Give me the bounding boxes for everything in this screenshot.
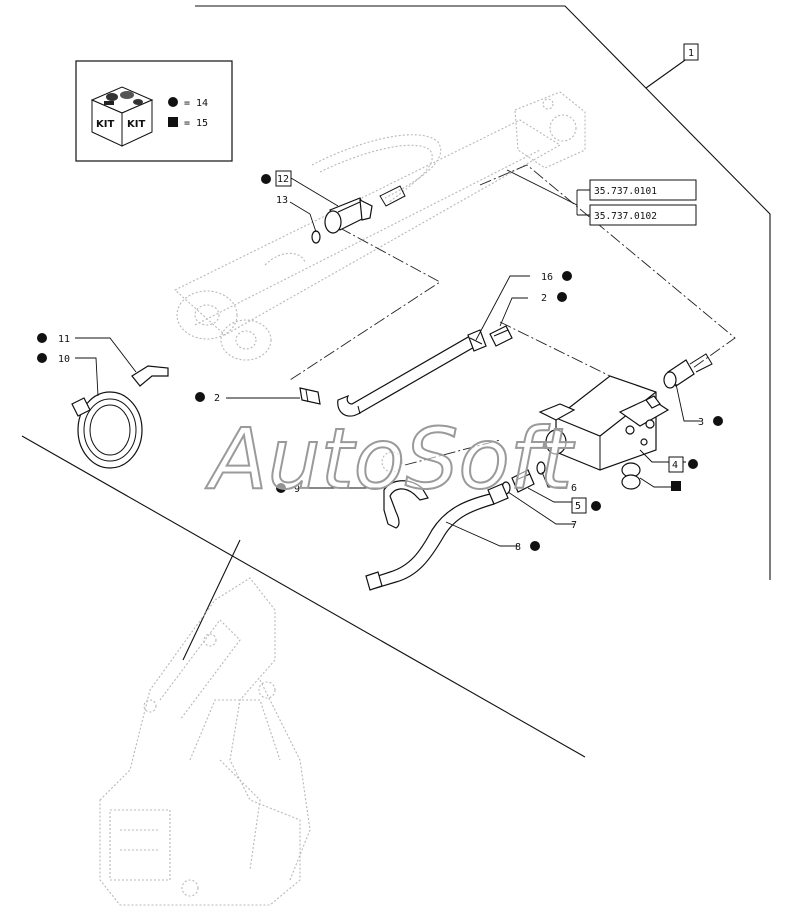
- callout-2-upper-text: 2: [541, 293, 547, 304]
- callout-10-text: 10: [58, 354, 70, 365]
- part-4-orings: [621, 462, 641, 490]
- callout-5-text: 5: [575, 501, 581, 512]
- part-12-adapter: [324, 197, 373, 234]
- kit-box: KIT KIT = 14 = 15: [75, 60, 233, 162]
- callout-6-text: 6: [571, 483, 577, 494]
- callout-7-text: 7: [571, 520, 577, 531]
- callout-8: 8: [515, 541, 540, 553]
- cylinder-port-fitting: [379, 185, 406, 207]
- part-13-oring: [311, 230, 321, 244]
- callout-3: 3: [698, 416, 723, 428]
- callout-2-lower: 2: [195, 392, 220, 404]
- callout-4-text: 4: [672, 460, 678, 471]
- legend-square-symbol: [168, 117, 178, 127]
- legend-square-text: = 15: [184, 118, 208, 129]
- part-10-coil: [71, 391, 143, 469]
- callout-9-text: 9: [294, 484, 300, 495]
- part-16-pipe: [337, 329, 487, 417]
- callout-13-text: 13: [276, 195, 288, 206]
- kit-icon: KIT KIT: [90, 86, 154, 147]
- callout-3-text: 3: [698, 417, 704, 428]
- part-8-hose: [365, 483, 509, 591]
- part-5-adapter: [511, 469, 535, 493]
- reference-boxes: 35.737.0101 35.737.0102: [506, 169, 697, 226]
- kit-icon-text-right: KIT: [127, 119, 145, 130]
- part-9-strap: [381, 451, 429, 529]
- callout-16: 16: [541, 271, 572, 283]
- machine-ghost: [99, 577, 311, 906]
- group-label-text: 1: [688, 48, 694, 59]
- cylinder-ghost: [174, 91, 586, 361]
- reference-2: 35.737.0102: [594, 211, 657, 222]
- callout-2-upper: 2: [541, 292, 567, 304]
- callout-5: 5: [571, 497, 601, 514]
- part-11-clip: [131, 365, 169, 387]
- watermark: AutoSoft: [205, 410, 575, 508]
- part-2-lower-fitting: [299, 387, 321, 405]
- part-2-upper-fitting: [489, 325, 513, 347]
- legend-circle-symbol: [168, 97, 178, 107]
- kit-icon-text-left: KIT: [96, 119, 114, 130]
- callout-10: 10: [37, 353, 70, 365]
- frame-lines: [21, 5, 771, 758]
- group-label: 1: [683, 43, 699, 61]
- callout-2-lower-text: 2: [214, 393, 220, 404]
- reference-1: 35.737.0101: [594, 186, 657, 197]
- leader-lines: [75, 177, 700, 547]
- callout-16-text: 16: [541, 272, 553, 283]
- part-3-fitting: [663, 353, 713, 389]
- callout-7: 7: [571, 520, 577, 531]
- callout-12-text: 12: [277, 174, 289, 185]
- callout-11: 11: [37, 333, 70, 345]
- callout-11-text: 11: [58, 334, 70, 345]
- callout-8-text: 8: [515, 542, 521, 553]
- valve-block: [538, 375, 670, 471]
- part-6-oring: [536, 461, 546, 475]
- legend-circle-text: = 14: [184, 98, 208, 109]
- callout-9: 9: [276, 483, 300, 495]
- callout-12: 12: [261, 170, 292, 187]
- callout-6: 6: [571, 483, 577, 494]
- callout-4: 4: [668, 456, 698, 491]
- callout-13: 13: [276, 195, 288, 206]
